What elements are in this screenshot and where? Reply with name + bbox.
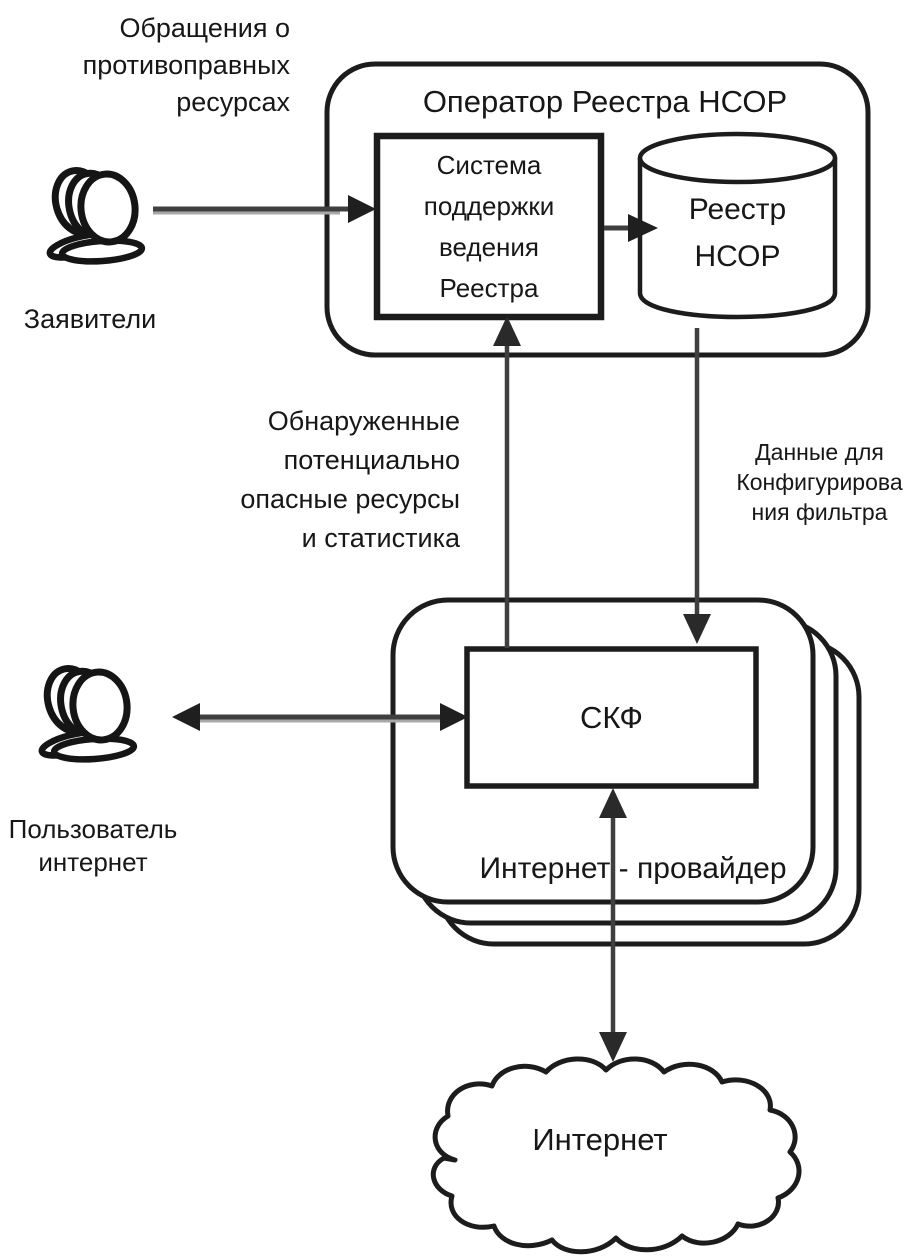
internet-cloud-label: Интернет: [532, 1122, 668, 1157]
detected-resources-note: Обнаруженные потенциально опасные ресурс…: [240, 406, 460, 553]
skf-box: [464, 646, 759, 789]
arrow-user-skf: [172, 703, 468, 731]
internet-user-people-icon: [40, 663, 135, 762]
arrow-detected-up: [493, 316, 521, 648]
internet-user-caption: Пользователь интернет: [8, 814, 178, 877]
arrow-config-down: [683, 328, 711, 644]
internet-cloud: [430, 1056, 802, 1255]
registry-database-cylinder: [637, 131, 838, 320]
support-system-label: Система поддержки ведения Реестра: [423, 149, 555, 303]
arrow-appeals-to-system: [153, 195, 376, 223]
arrow-system-to-registry: [604, 214, 658, 242]
arrow-skf-internet: [599, 788, 627, 1062]
operator-box-title: Оператор Реестра НСОР: [422, 84, 788, 119]
isp-box-label: Интернет - провайдер: [479, 852, 787, 885]
skf-box-label: СКФ: [580, 699, 643, 735]
applicants-people-icon: [48, 165, 143, 264]
appeals-note: Обращения о противоправных ресурсах: [82, 13, 290, 117]
filter-config-note: Данные для Конфигурирова ния фильтра: [736, 439, 903, 525]
support-system-box: [373, 132, 605, 321]
applicants-caption: Заявители: [23, 304, 157, 334]
registry-db-label: Реестр НСОР: [688, 193, 787, 273]
